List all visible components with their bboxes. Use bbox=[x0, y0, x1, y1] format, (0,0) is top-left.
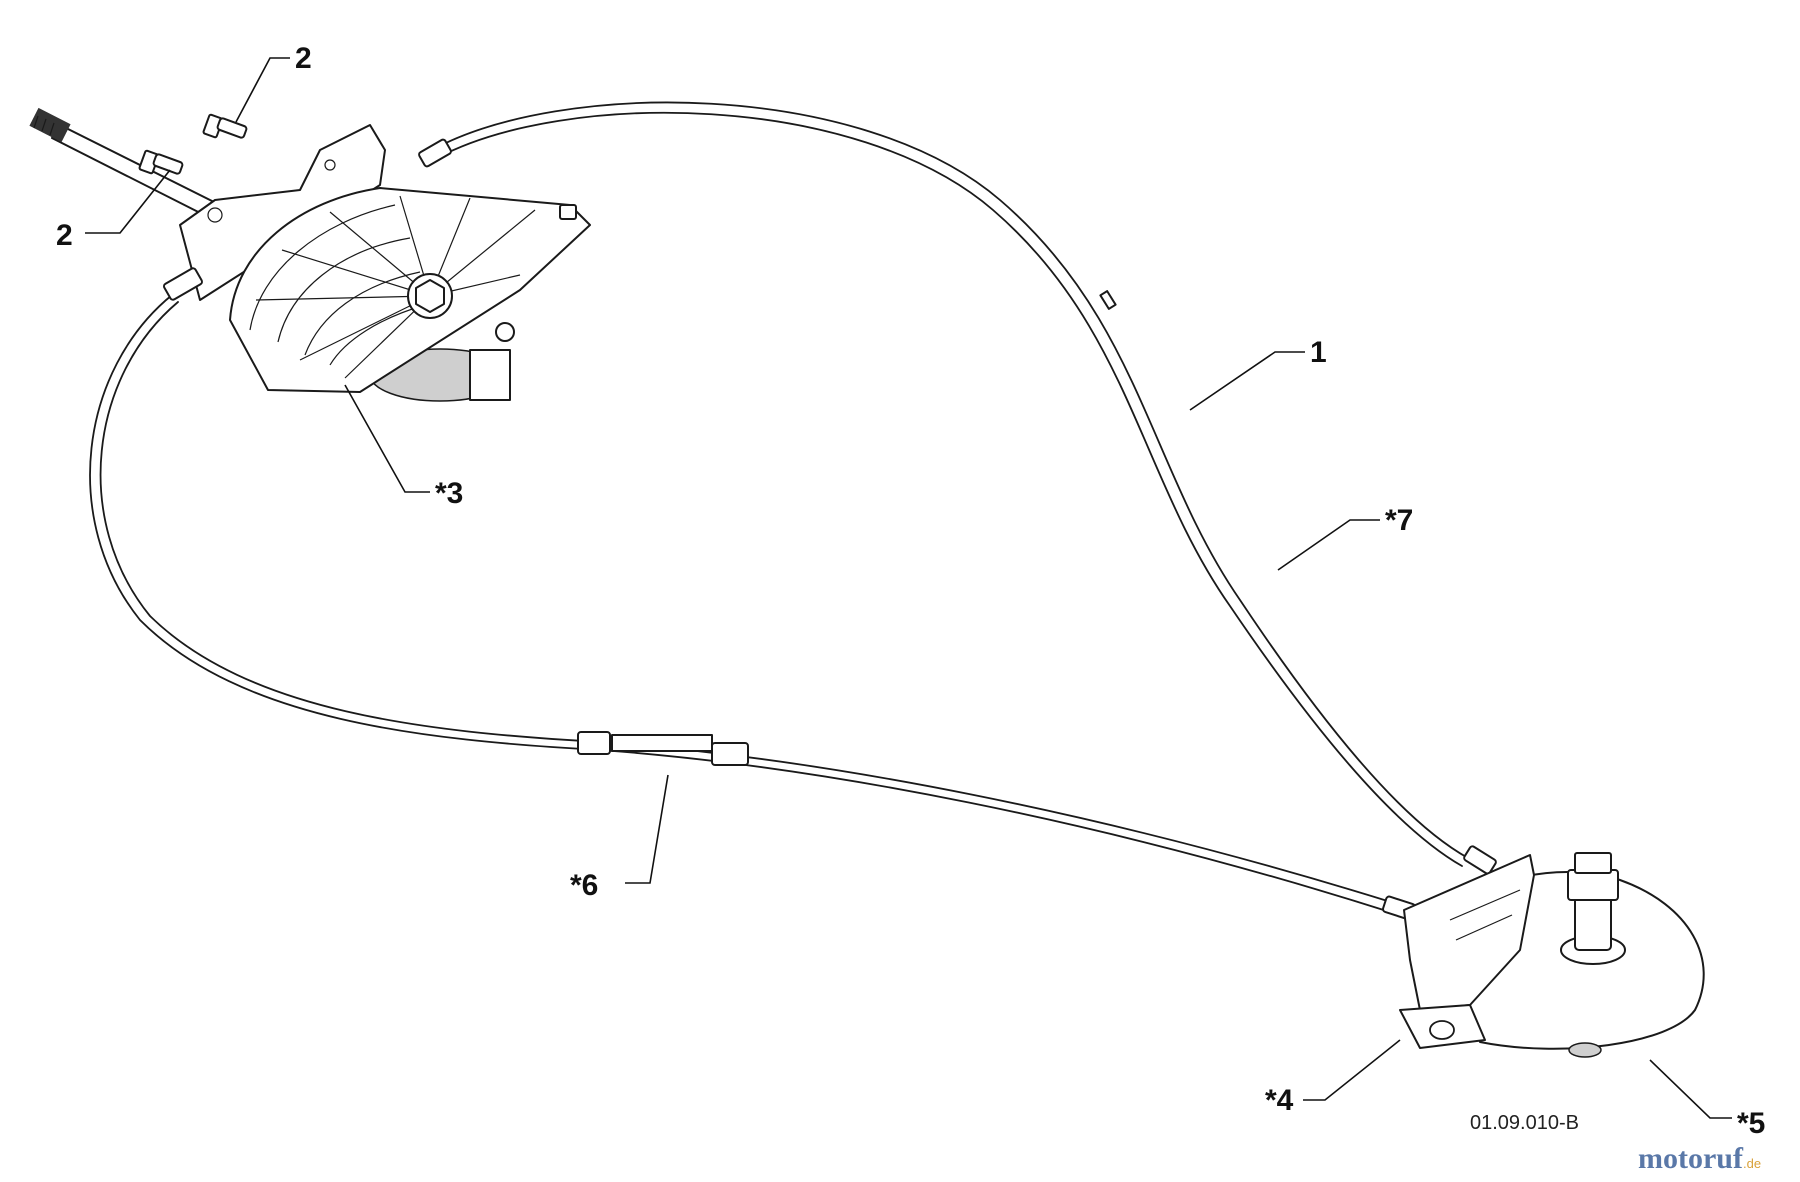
watermark-logo: motoruf.de bbox=[1638, 1142, 1761, 1175]
bolt-top bbox=[202, 113, 248, 139]
shift-rod bbox=[29, 107, 231, 225]
callout-5: *5 bbox=[1737, 1107, 1765, 1140]
shift-plate-assembly bbox=[163, 124, 591, 402]
callout-1: 1 bbox=[1310, 336, 1327, 369]
diagram-reference-number: 01.09.010-B bbox=[1470, 1112, 1579, 1134]
callout-2-left: 2 bbox=[56, 219, 73, 252]
lower-bracket bbox=[1399, 852, 1705, 1058]
bolt-left bbox=[138, 149, 184, 175]
callout-2-top: 2 bbox=[295, 42, 312, 75]
leader-lines bbox=[85, 57, 1732, 1119]
callout-7: *7 bbox=[1385, 504, 1413, 537]
cable-7 bbox=[431, 101, 1497, 875]
callout-6: *6 bbox=[570, 869, 598, 902]
callout-4: *4 bbox=[1265, 1084, 1294, 1117]
callout-3: *3 bbox=[435, 477, 463, 510]
